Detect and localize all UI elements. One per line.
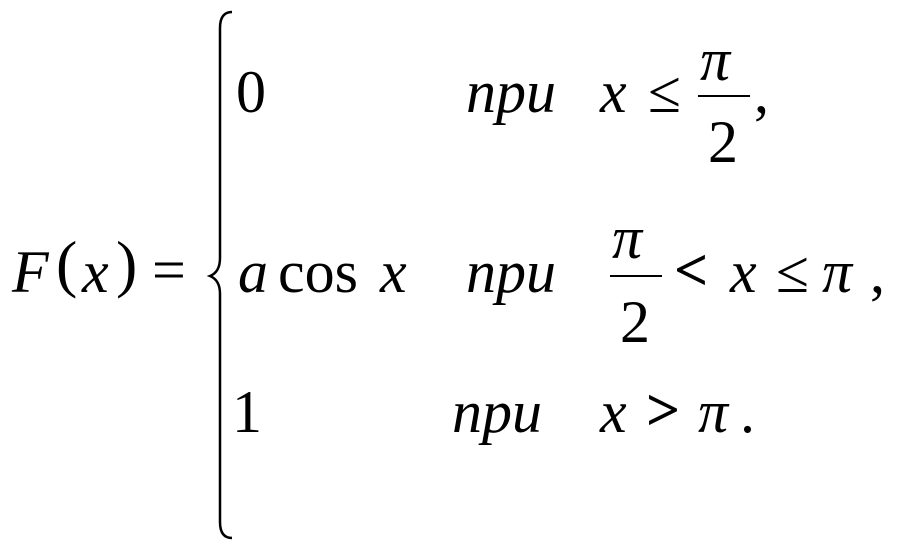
case1-frac-den: 2 <box>708 109 738 175</box>
open-paren: ( <box>56 228 78 299</box>
case1-word: при <box>466 59 556 125</box>
case2-leq: ≤ <box>776 239 809 305</box>
case3-period: . <box>740 379 755 445</box>
case3-word: при <box>452 379 542 445</box>
case1-frac-bar <box>698 95 750 97</box>
case1-frac-num: π <box>700 27 731 93</box>
case2-var: x <box>380 239 407 305</box>
case2-cond-var: x <box>730 239 757 305</box>
case3-value: 1 <box>232 379 262 445</box>
case2-word: при <box>466 239 556 305</box>
case1-leq: ≤ <box>648 59 681 125</box>
case3-greater: > <box>646 377 681 443</box>
equals-sign: = <box>152 237 186 303</box>
case1-var: x <box>600 59 627 125</box>
case2-cos: cos <box>278 239 358 305</box>
case2-coef: a <box>238 239 268 305</box>
case1-comma: , <box>754 59 769 125</box>
case2-comma: , <box>870 239 885 305</box>
case2-frac-den: 2 <box>620 289 650 355</box>
case1-value: 0 <box>236 59 266 125</box>
case3-var: x <box>600 379 627 445</box>
case2-less: < <box>674 237 709 303</box>
function-name: F <box>12 239 49 305</box>
function-argument: x <box>82 239 109 305</box>
case2-pi: π <box>822 239 853 305</box>
case2-frac-bar <box>610 275 662 277</box>
case3-pi: π <box>698 379 729 445</box>
case2-frac-num: π <box>612 205 643 271</box>
close-paren: ) <box>116 228 138 299</box>
